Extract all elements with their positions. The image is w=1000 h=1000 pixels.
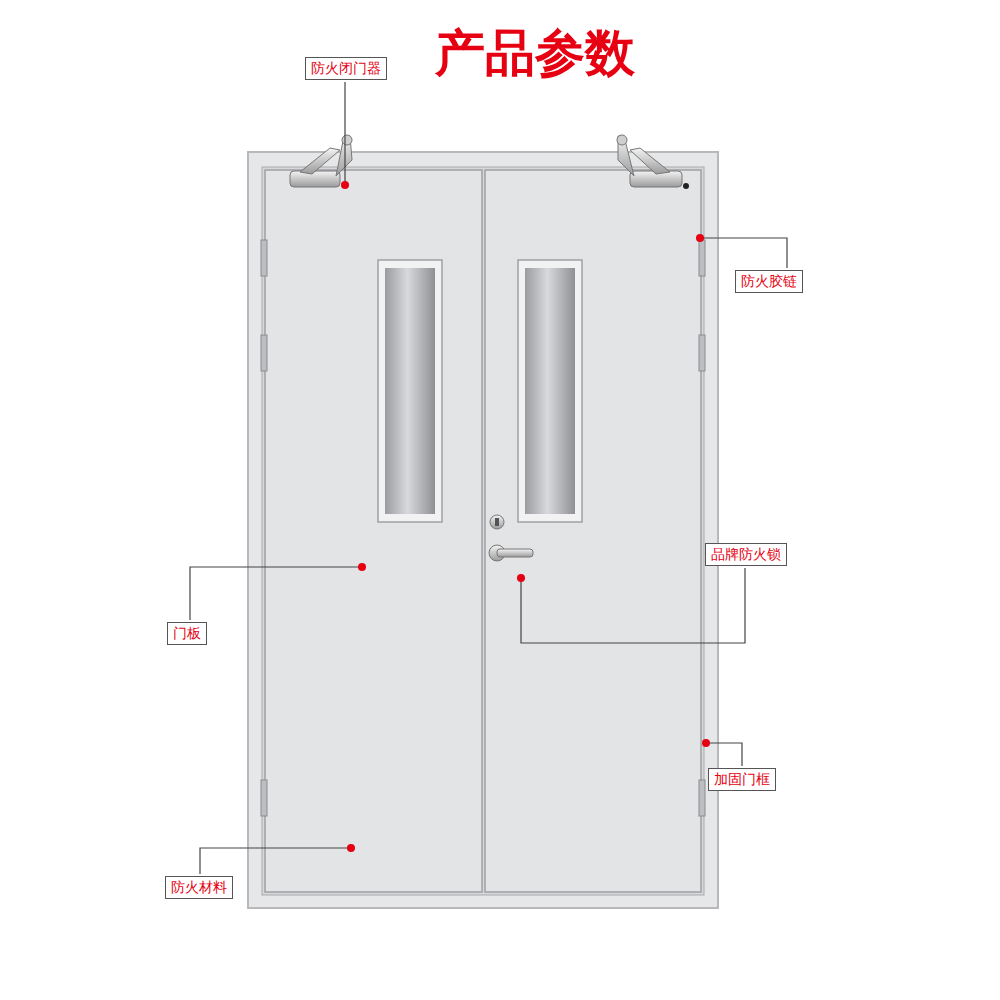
callout-label: 门板 (167, 622, 207, 645)
keyhole (495, 518, 499, 526)
callout-label: 加固门框 (708, 768, 776, 791)
label-text: 防火闭门器 (311, 60, 381, 77)
label-text: 防火胶链 (741, 273, 797, 290)
frame-inner (262, 167, 704, 895)
label-text: 品牌防火锁 (711, 546, 781, 563)
leader-lines (190, 82, 787, 874)
door-frame (248, 152, 718, 908)
callout-label: 防火材料 (165, 876, 233, 899)
window-glass (525, 268, 575, 514)
callout-dots (341, 181, 710, 852)
lever-handle (497, 549, 533, 557)
callout-label: 品牌防火锁 (705, 543, 787, 566)
right-leaf (485, 170, 701, 892)
lock-cylinder (490, 515, 504, 529)
label-text: 加固门框 (714, 771, 770, 788)
title: 产品参数 (0, 18, 1000, 88)
hinges (261, 240, 705, 816)
callout-label: 防火闭门器 (305, 57, 387, 80)
label-text: 防火材料 (171, 879, 227, 896)
window-frame (518, 260, 582, 522)
screw-dot (683, 183, 689, 189)
window-glass (385, 268, 435, 514)
window-frame (378, 260, 442, 522)
left-leaf (265, 170, 482, 892)
door-closer (617, 135, 682, 187)
callout-label: 防火胶链 (735, 270, 803, 293)
label-text: 门板 (173, 625, 201, 642)
door-closer (290, 135, 352, 187)
